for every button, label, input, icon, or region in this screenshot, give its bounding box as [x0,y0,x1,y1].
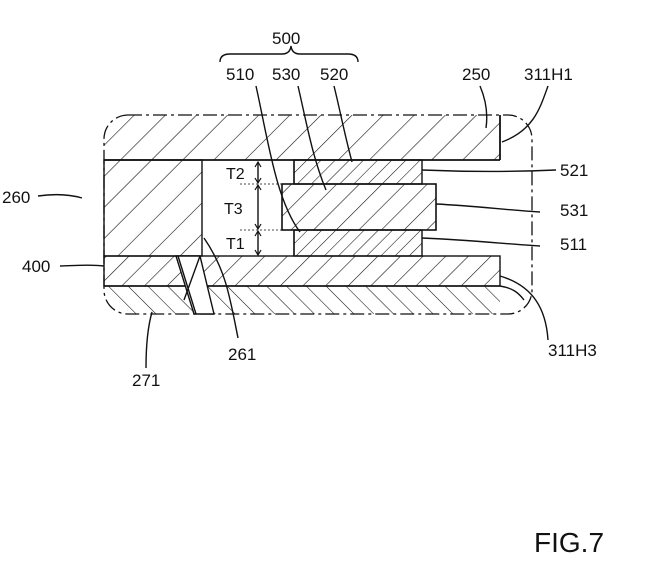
label-261: 261 [228,345,256,364]
top-plate-250 [104,112,500,160]
left-wall-260 [104,160,202,256]
figure-caption: FIG.7 [534,527,604,558]
label-311H3: 311H3 [548,341,597,360]
label-260: 260 [2,188,30,207]
brace-500 [220,46,358,62]
label-521: 521 [560,161,588,180]
label-T2: T2 [226,166,245,183]
label-520: 520 [320,65,348,84]
label-500: 500 [272,29,300,48]
label-271: 271 [132,371,160,390]
label-311H1: 311H1 [524,65,573,84]
label-400: 400 [22,257,50,276]
layer-530 [282,184,436,230]
bottom-layer-271 [104,286,500,316]
label-T1: T1 [226,236,245,253]
label-530: 530 [272,65,300,84]
layer-400 [104,256,500,286]
label-531: 531 [560,201,588,220]
label-T3: T3 [224,201,243,218]
layer-520 [294,160,422,184]
layer-510 [294,230,422,256]
label-510: 510 [226,65,254,84]
label-250: 250 [462,65,490,84]
label-511: 511 [560,235,587,254]
